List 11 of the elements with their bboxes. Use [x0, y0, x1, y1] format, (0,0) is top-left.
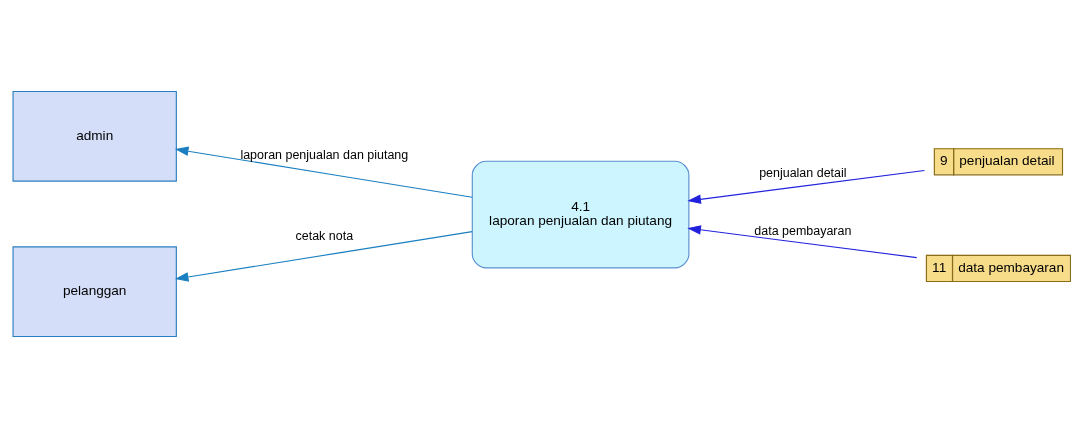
edge-label: data pembayaran: [754, 223, 852, 238]
edge-label: penjualan detail: [759, 165, 847, 180]
arrow: [174, 146, 473, 198]
arrow: [687, 225, 918, 259]
node-box: admin: [12, 90, 177, 182]
node-box: 4.1 laporan penjualan dan piutang: [471, 160, 690, 269]
arrow: [174, 231, 473, 282]
edge-label: laporan penjualan dan piutang: [240, 147, 409, 162]
edge-label: cetak nota: [295, 229, 354, 244]
node-box: pelanggan: [12, 246, 177, 338]
arrow: [687, 170, 925, 204]
